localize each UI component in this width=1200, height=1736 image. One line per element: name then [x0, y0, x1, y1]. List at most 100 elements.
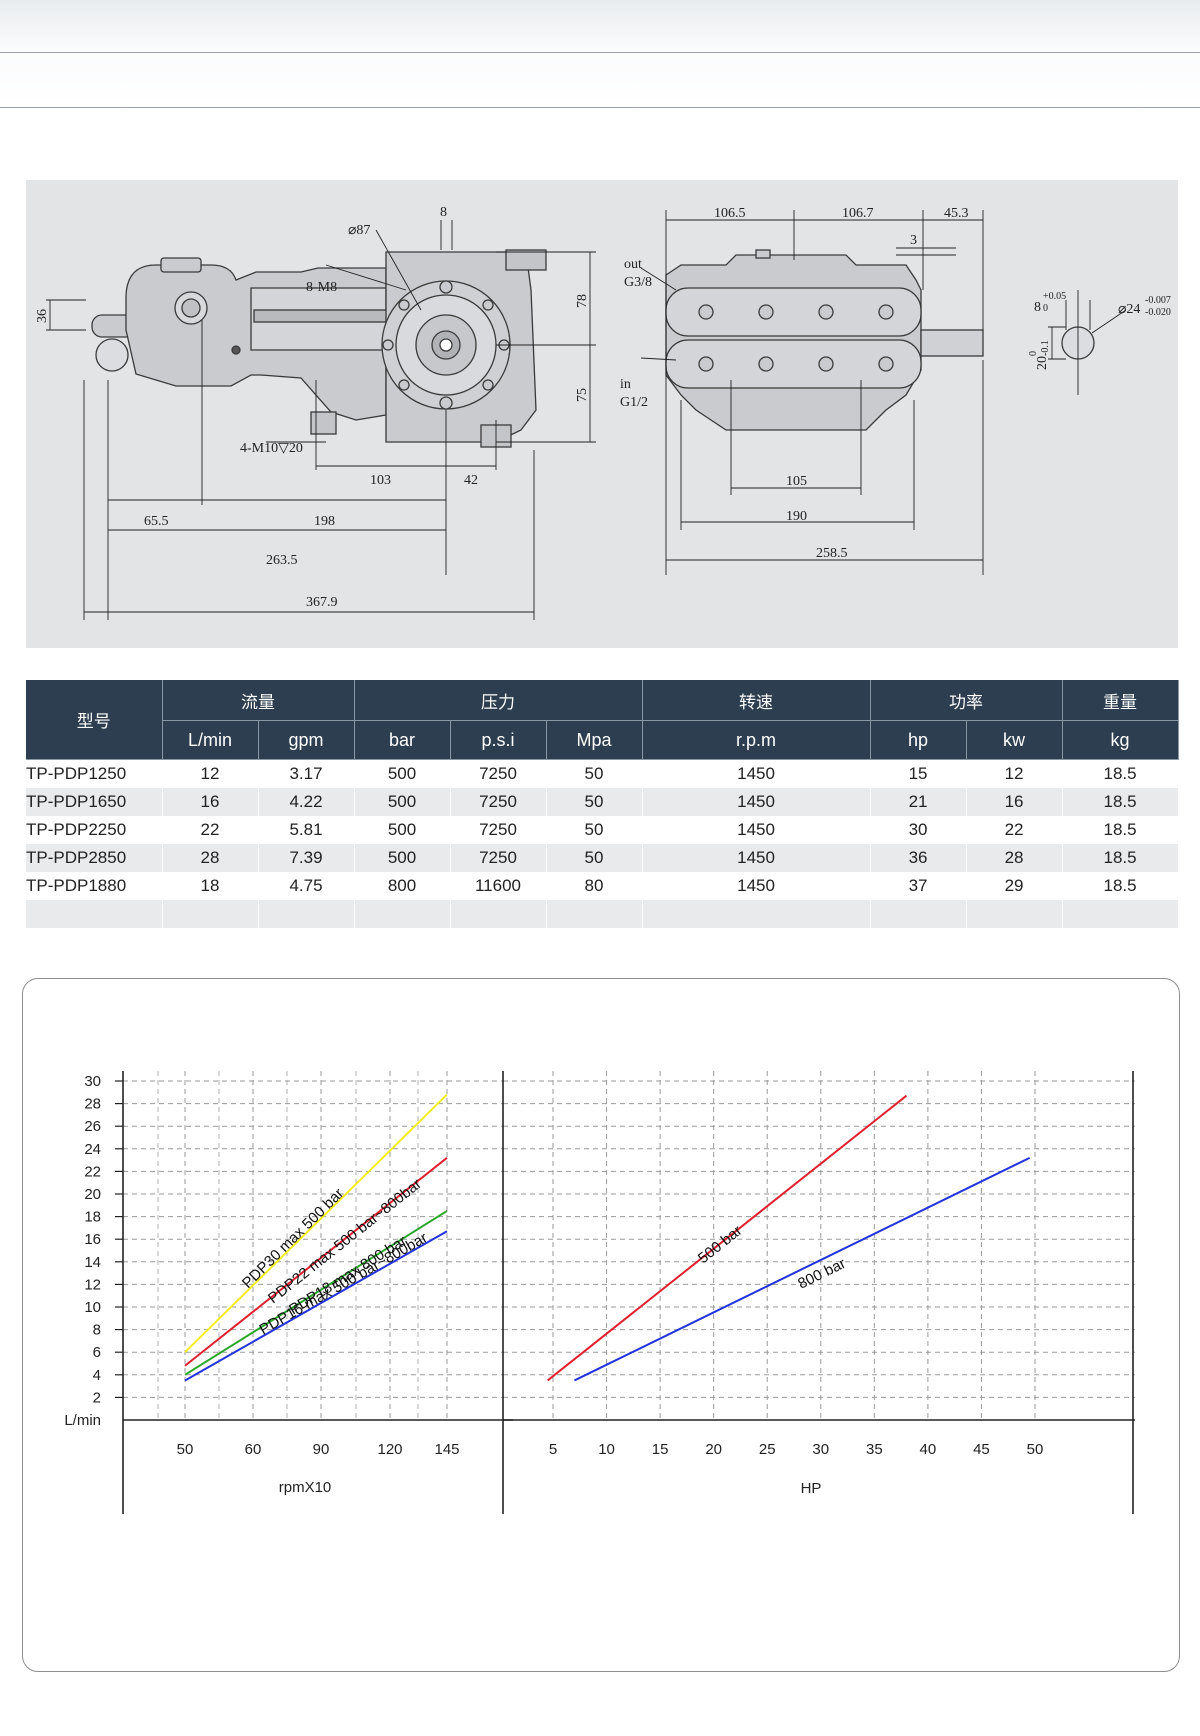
- header-speed: 转速: [642, 680, 871, 721]
- dim-height-tol-upper: 0: [1028, 351, 1039, 356]
- table-cell: 15: [870, 759, 967, 788]
- dim-198: 198: [314, 514, 335, 529]
- table-cell: 16: [162, 788, 259, 816]
- y-tick-label: 22: [84, 1163, 101, 1180]
- dim-shaft-tol-lower: -0.020: [1145, 307, 1171, 318]
- table-cell: 37: [870, 872, 967, 900]
- port-in-thread: G1/2: [620, 395, 648, 410]
- model-cell: TP-PDP2250: [26, 816, 163, 844]
- table-cell: 36: [870, 844, 967, 872]
- x-tick-label: 50: [177, 1441, 194, 1458]
- unit-header: kg: [1062, 720, 1179, 760]
- dim-75: 75: [575, 388, 590, 402]
- table-cell: 80: [546, 872, 643, 900]
- table-cell: 18.5: [1062, 816, 1179, 844]
- x-tick-label: 20: [705, 1441, 722, 1458]
- dim-4-m10: 4-M10▽20: [240, 441, 303, 456]
- unit-header: gpm: [258, 720, 355, 760]
- model-cell: [26, 900, 163, 928]
- dim-367-9: 367.9: [306, 595, 338, 610]
- table-cell: 29: [966, 872, 1063, 900]
- side-view-dim-lines: [46, 220, 596, 620]
- table-cell: 22: [966, 816, 1063, 844]
- table-cell: 4.22: [258, 788, 355, 816]
- table-cell: 12: [966, 759, 1063, 788]
- dim-key-width: 8: [1034, 300, 1041, 315]
- y-tick-label: 28: [84, 1096, 101, 1113]
- dim-8: 8: [440, 205, 447, 220]
- port-out-label: out: [624, 257, 642, 272]
- table-cell: 7250: [450, 816, 547, 844]
- table-cell: 12: [162, 759, 259, 788]
- table-cell: 28: [162, 844, 259, 872]
- header-flow: 流量: [162, 680, 355, 721]
- dim-key-tol-lower: 0: [1043, 303, 1048, 314]
- dim-3: 3: [910, 233, 917, 248]
- model-cell: TP-PDP1250: [26, 759, 163, 788]
- table-cell: [258, 900, 355, 928]
- table-cell: 16: [966, 788, 1063, 816]
- x-axis-label: HP: [801, 1480, 822, 1497]
- dim-height: 20: [1035, 356, 1050, 370]
- dim-45-3: 45.3: [944, 206, 969, 221]
- dim-106-7: 106.7: [842, 206, 874, 221]
- header-rule-bottom: [0, 107, 1200, 108]
- x-tick-label: 10: [598, 1441, 615, 1458]
- table-cell: 7250: [450, 788, 547, 816]
- y-tick-label: 26: [84, 1118, 101, 1135]
- y-unit-label: L/min: [64, 1412, 101, 1429]
- table-cell: 1450: [642, 872, 871, 900]
- table-cell: 5.81: [258, 816, 355, 844]
- table-cell: 18: [162, 872, 259, 900]
- unit-header: hp: [870, 720, 967, 760]
- pump-side-view: [91, 249, 547, 448]
- table-cell: 18.5: [1062, 759, 1179, 788]
- dim-65-5: 65.5: [144, 514, 169, 529]
- series-line: [184, 1157, 448, 1367]
- table-cell: [1062, 900, 1179, 928]
- table-cell: 500: [354, 759, 451, 788]
- x-tick-label: 90: [313, 1441, 330, 1458]
- table-cell: 7250: [450, 759, 547, 788]
- table-cell: [546, 900, 643, 928]
- series-line: [547, 1094, 908, 1382]
- x-axis-label: rpmX10: [279, 1479, 332, 1496]
- x-tick-label: 15: [652, 1441, 669, 1458]
- y-tick-label: 16: [84, 1231, 101, 1248]
- table-cell: 50: [546, 759, 643, 788]
- x-tick-label: 120: [377, 1441, 402, 1458]
- series-line: [184, 1230, 448, 1382]
- table-cell: 22: [162, 816, 259, 844]
- unit-header: kw: [966, 720, 1063, 760]
- front-view-dim-lines: [640, 210, 1127, 575]
- header-pressure: 压力: [354, 680, 643, 721]
- dim-190: 190: [786, 509, 807, 524]
- table-cell: 1450: [642, 816, 871, 844]
- unit-header: L/min: [162, 720, 259, 760]
- dim-106-5: 106.5: [714, 206, 746, 221]
- table-cell: 18.5: [1062, 872, 1179, 900]
- dim-263-5: 263.5: [266, 553, 298, 568]
- dimension-drawing: ⌀87 8 8-M8 36 78 75 4-M10▽20 103 42 65.5…: [26, 180, 1178, 648]
- table-cell: 7250: [450, 844, 547, 872]
- x-tick-label: 25: [759, 1441, 776, 1458]
- y-tick-label: 6: [93, 1344, 101, 1361]
- dim-36: 36: [35, 309, 50, 323]
- table-cell: 1450: [642, 788, 871, 816]
- table-cell: 18.5: [1062, 844, 1179, 872]
- table-cell: 18.5: [1062, 788, 1179, 816]
- y-tick-label: 8: [93, 1322, 101, 1339]
- pump-front-view: [665, 249, 1095, 431]
- table-cell: 1450: [642, 844, 871, 872]
- dim-78: 78: [575, 294, 590, 308]
- dim-42: 42: [464, 473, 478, 488]
- y-tick-label: 4: [93, 1367, 101, 1384]
- series-line: [184, 1093, 448, 1353]
- model-cell: TP-PDP1880: [26, 872, 163, 900]
- x-tick-label: 40: [920, 1441, 937, 1458]
- table-cell: [642, 900, 871, 928]
- dim-shaft-tol-upper: -0.007: [1145, 295, 1171, 306]
